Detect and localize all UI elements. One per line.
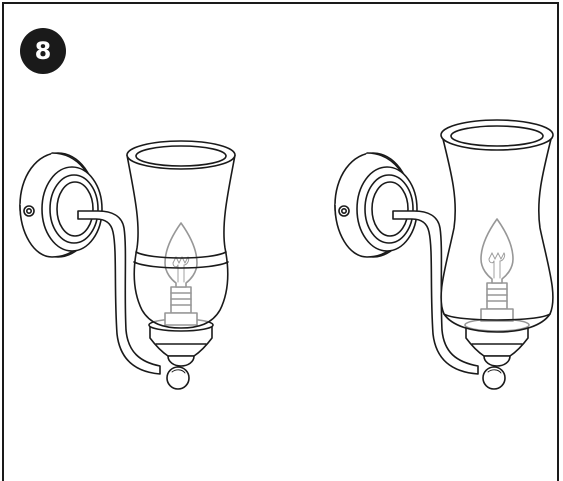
glass-shade-hourglass <box>440 119 554 333</box>
wall-backplate-left <box>19 152 103 258</box>
wall-lamp-short-shade <box>19 140 236 390</box>
wall-lamp-tall-shade <box>334 119 554 390</box>
glass-shade-tulip <box>126 140 236 329</box>
wall-backplate-right <box>334 152 418 258</box>
step-number: 8 <box>34 37 52 65</box>
step-number-badge: 8 <box>20 28 66 74</box>
lamp-arm-right <box>392 210 479 375</box>
lamp-arm-left <box>77 210 161 375</box>
